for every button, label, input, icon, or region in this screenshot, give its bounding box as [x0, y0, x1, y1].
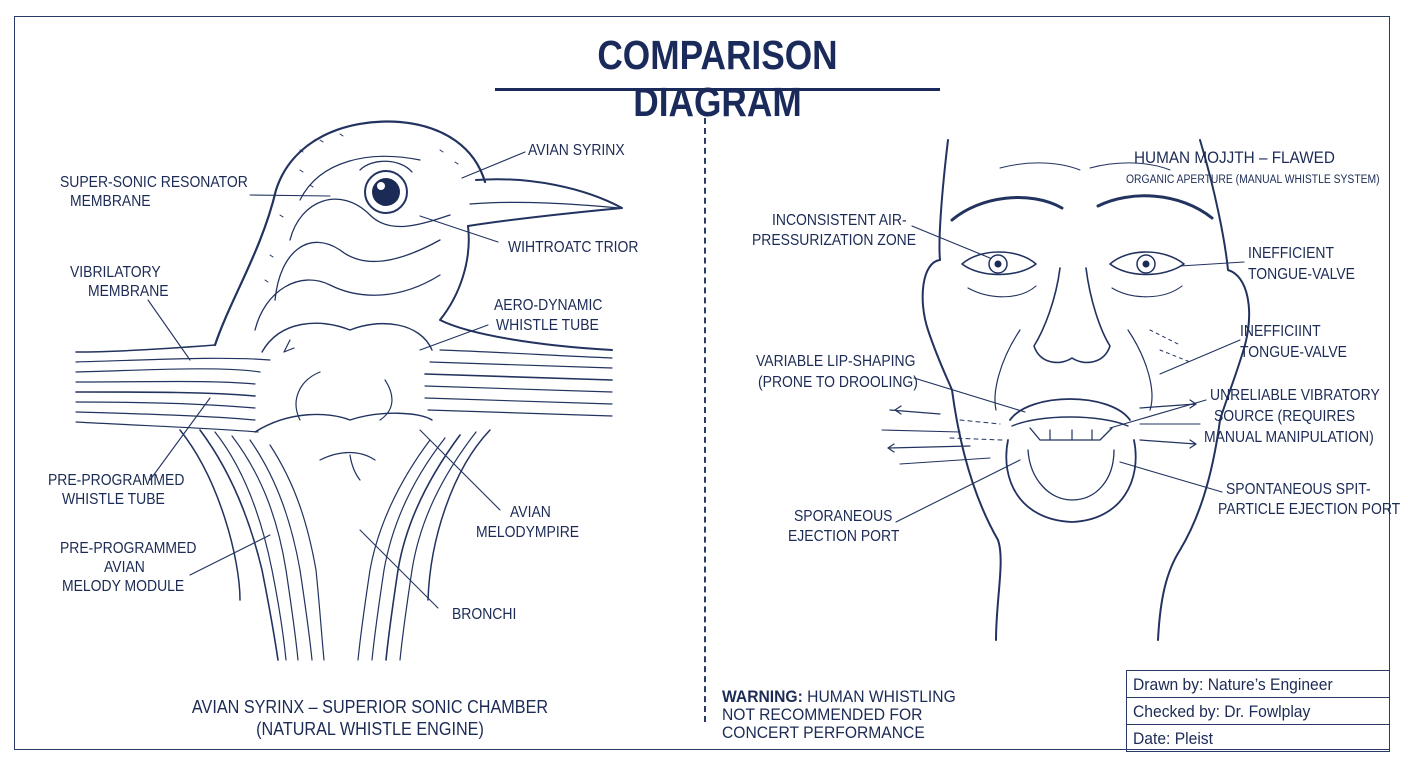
date: Date: Pleist	[1133, 729, 1213, 748]
label-inconsistent-line2: PRESSURIZATION ZONE	[752, 232, 917, 249]
label-pre-tube-line1: PRE-PROGRAMMED	[48, 472, 185, 489]
human-heading: HUMAN MOJJTH – FLAWED	[1134, 148, 1335, 167]
label-avian-melody-line1: AVIAN	[510, 504, 551, 521]
label-inefficient1-line2: TONGUE-VALVE	[1248, 266, 1355, 283]
label-vibratory-line1: VIBRILATORY	[70, 264, 161, 281]
label-sporaneous-line1: SPORANEOUS	[794, 508, 893, 525]
label-inconsistent-line1: INCONSISTENT AIR-	[772, 212, 907, 229]
title-block: Drawn by: Nature’s Engineer Checked by: …	[1126, 670, 1390, 752]
human-face-illustration	[881, 139, 1251, 641]
bird-caption-line1: AVIAN SYRINX – SUPERIOR SONIC CHAMBER	[191, 697, 549, 717]
label-inefficient1-line1: INEFFICIENT	[1248, 245, 1335, 262]
bird-illustration	[75, 120, 623, 661]
label-pre-module-line3: MELODY MODULE	[62, 578, 185, 595]
label-pre-module-line1: PRE-PROGRAMMED	[60, 540, 197, 557]
label-pre-module-line2: AVIAN	[104, 559, 145, 576]
warning-label: WARNING:	[722, 687, 803, 706]
label-avian-melody-line2: MELODYMPIRE	[476, 524, 580, 541]
warning-line2: NOT RECOMMENDED FOR	[722, 705, 923, 724]
page-title: COMPARISON DIAGRAM	[597, 32, 838, 125]
warning-note: WARNING: HUMAN WHISTLING NOT RECOMMENDED…	[722, 688, 956, 742]
title-block-date-row: Date: Pleist	[1127, 725, 1389, 752]
label-spontaneous-line2: PARTICLE EJECTION PORT	[1218, 501, 1401, 518]
label-resonator-line2: MEMBRANE	[70, 193, 151, 210]
label-wihtroatc-trior: WIHTROATC TRIOR	[508, 239, 639, 256]
label-unreliable-line2: SOURCE (REQUIRES	[1214, 408, 1356, 425]
label-bronchi: BRONCHI	[452, 606, 517, 623]
human-subheading: ORGANIC APERTURE (MANUAL WHISTLE SYSTEM)	[1126, 174, 1380, 186]
label-inefficient2-line1: INEFFICIINT	[1240, 323, 1321, 340]
drawn-by: Drawn by: Nature’s Engineer	[1133, 675, 1333, 694]
label-variable-line2: (PRONE TO DROOLING)	[758, 374, 918, 391]
label-aero-line1: AERO-DYNAMIC	[494, 297, 603, 314]
warning-line3: CONCERT PERFORMANCE	[722, 723, 925, 742]
bird-caption-line2: (NATURAL WHISTLE ENGINE)	[256, 719, 484, 739]
warning-line1: HUMAN WHISTLING	[807, 687, 956, 706]
label-unreliable-line3: MANUAL MANIPULATION)	[1204, 429, 1374, 446]
label-resonator-line1: SUPER-SONIC RESONATOR	[60, 174, 248, 191]
label-vibratory-line2: MEMBRANE	[88, 283, 169, 300]
drawing-frame	[14, 16, 1390, 750]
label-avian-syrinx: AVIAN SYRINX	[528, 142, 625, 159]
panel-divider	[704, 118, 706, 722]
label-sporaneous-line2: EJECTION PORT	[788, 528, 900, 545]
title-block-drawn-row: Drawn by: Nature’s Engineer	[1127, 671, 1389, 698]
title-underline	[495, 88, 940, 91]
label-unreliable-line1: UNRELIABLE VIBRATORY	[1210, 387, 1380, 404]
checked-by: Checked by: Dr. Fowlplay	[1133, 702, 1311, 721]
label-pre-tube-line2: WHISTLE TUBE	[62, 491, 165, 508]
label-aero-line2: WHISTLE TUBE	[496, 317, 599, 334]
label-variable-line1: VARIABLE LIP-SHAPING	[756, 353, 916, 370]
title-block-checked-row: Checked by: Dr. Fowlplay	[1127, 698, 1389, 725]
label-inefficient2-line2: TONGUE-VALVE	[1240, 344, 1347, 361]
label-spontaneous-line1: SPONTANEOUS SPIT-	[1226, 481, 1371, 498]
